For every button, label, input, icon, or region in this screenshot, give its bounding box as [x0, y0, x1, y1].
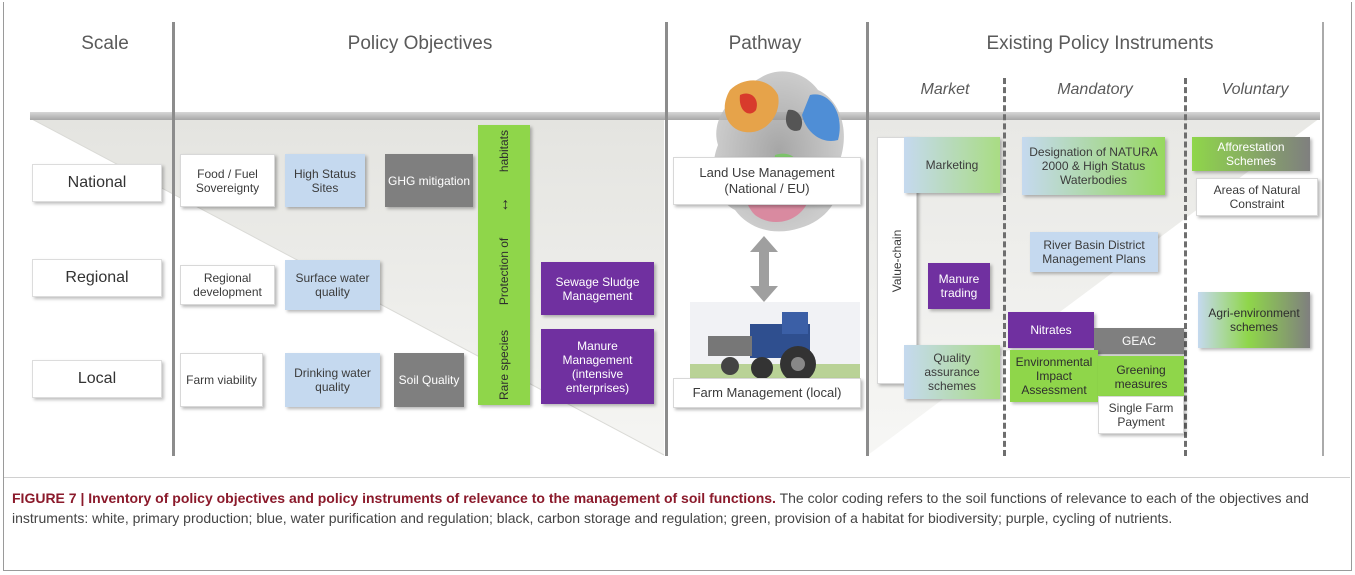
objective-farm-viability: Farm viability — [180, 353, 263, 407]
instrument-agri-environment-schemes: Agri-environment schemes — [1198, 292, 1310, 348]
divider-scale-objectives — [172, 22, 175, 456]
divider-market-mandatory — [1003, 78, 1006, 456]
figure-frame — [3, 2, 1352, 571]
objective-food-fuel-sovereignty: Food / Fuel Sovereignty — [180, 154, 275, 207]
instrument-gaec: GEAC — [1094, 328, 1184, 354]
divider-objectives-pathway — [665, 22, 668, 456]
figure-caption: FIGURE 7 | Inventory of policy objective… — [12, 489, 1332, 528]
instrument-marketing: Marketing — [904, 137, 1000, 193]
divider-mandatory-voluntary — [1184, 78, 1187, 456]
scale-regional: Regional — [32, 259, 162, 297]
instrument-environmental-impact-assessment: Environmental Impact Assessment — [1010, 350, 1098, 402]
objective-soil-quality: Soil Quality — [394, 353, 464, 407]
header-scale: Scale — [81, 33, 129, 54]
instrument-quality-assurance-schemes: Quality assurance schemes — [904, 345, 1000, 399]
habitats-label: habitats — [497, 130, 511, 173]
objective-high-status-sites: High Status Sites — [285, 154, 365, 207]
rare-species-label: Rare species — [497, 329, 511, 400]
protection-of-label: Protection of — [497, 237, 511, 306]
subheader-voluntary: Voluntary — [1221, 81, 1289, 98]
instrument-river-basin-plans: River Basin District Management Plans — [1030, 232, 1158, 272]
value-chain-label: Value-chain — [890, 229, 905, 292]
objective-ghg-mitigation: GHG mitigation — [385, 154, 473, 207]
pathway-land-use-management: Land Use Management (National / EU) — [673, 157, 861, 205]
subheader-mandatory: Mandatory — [1057, 81, 1133, 98]
scale-shelf — [30, 112, 1320, 120]
instrument-natura-2000-designation: Designation of NATURA 2000 & High Status… — [1022, 137, 1165, 195]
header-policy-objectives: Policy Objectives — [347, 33, 493, 54]
instrument-areas-of-natural-constraint: Areas of Natural Constraint — [1196, 178, 1318, 216]
instrument-single-farm-payment: Single Farm Payment — [1098, 396, 1184, 434]
subheader-market: Market — [920, 81, 970, 98]
instrument-nitrates: Nitrates — [1008, 312, 1094, 348]
caption-label: FIGURE 7 | Inventory of policy objective… — [12, 490, 776, 506]
scale-national: National — [32, 164, 162, 202]
header-existing-instruments: Existing Policy Instruments — [986, 33, 1214, 54]
objective-surface-water-quality: Surface water quality — [285, 260, 380, 310]
instrument-greening-measures: Greening measures — [1098, 356, 1184, 398]
double-arrow-vertical-icon — [750, 236, 778, 302]
double-arrow-icon: ↔ — [495, 196, 512, 213]
objective-manure-management: Manure Management (intensive enterprises… — [541, 329, 654, 404]
header-pathway: Pathway — [728, 33, 802, 54]
objective-regional-development: Regional development — [180, 265, 275, 305]
instrument-afforestation-schemes: Afforestation Schemes — [1192, 137, 1310, 171]
objective-drinking-water-quality: Drinking water quality — [285, 353, 380, 407]
caption-text: The color coding refers to the soil func… — [12, 490, 1309, 526]
instrument-manure-trading: Manure trading — [928, 263, 990, 309]
objective-protection-habitats-rare-species: Rare species Protection of ↔ habitats — [478, 125, 530, 405]
caption-separator — [4, 477, 1350, 478]
divider-right — [1322, 22, 1324, 456]
objective-sewage-sludge-management: Sewage Sludge Management — [541, 262, 654, 315]
pathway-farm-management: Farm Management (local) — [673, 378, 861, 408]
ireland-map-image — [713, 71, 844, 232]
divider-pathway-instruments — [866, 22, 869, 456]
scale-local: Local — [32, 360, 162, 398]
